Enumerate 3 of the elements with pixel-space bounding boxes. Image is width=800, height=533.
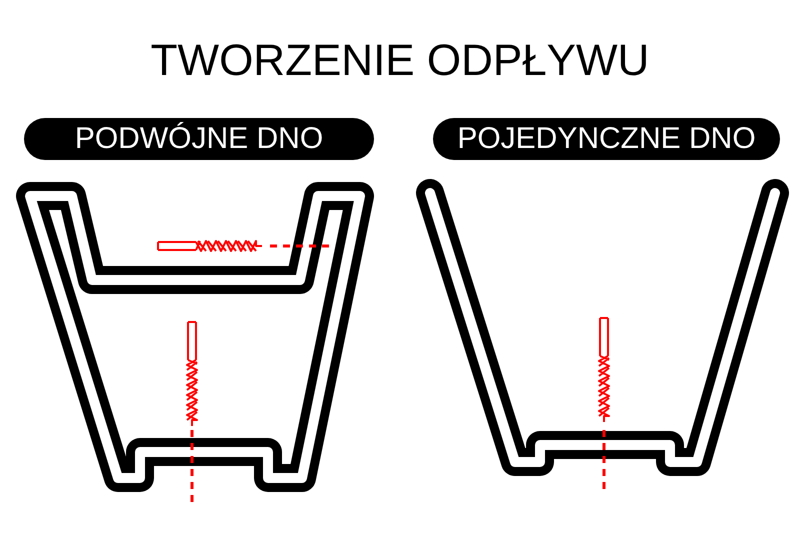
heading-pill: PODWÓJNE DNO [24,118,374,160]
heading-pill: POJEDYNCZNE DNO [433,118,780,160]
title: TWORZENIE ODPŁYWU [150,36,650,86]
